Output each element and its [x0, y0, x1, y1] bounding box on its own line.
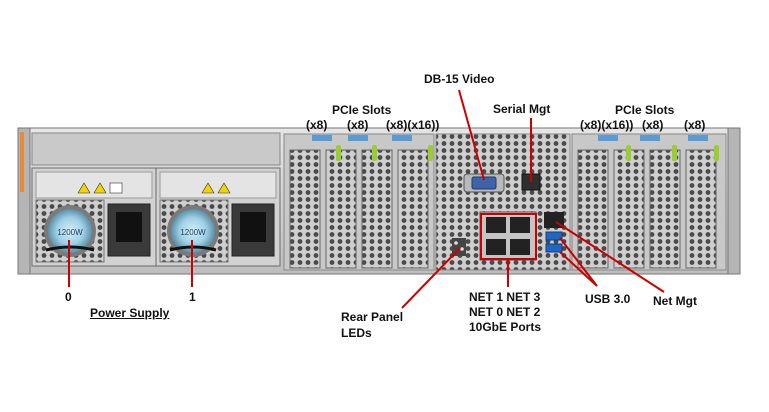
pcie-right-tag-3 — [688, 135, 708, 141]
pcie-left-tag-1 — [312, 135, 332, 141]
chassis-right-ear — [727, 127, 741, 275]
power-supply-0: 1200W — [31, 167, 157, 267]
callout-lines — [68, 89, 665, 309]
psu-1-rating: 1200W — [180, 228, 206, 237]
pcie-left-slot-2 — [325, 149, 357, 269]
pcie-right-tag-2 — [640, 135, 660, 141]
callout-usb-1 — [559, 237, 598, 287]
pcie-right-latch-3 — [714, 145, 719, 161]
label-pcie-right-title: PCIe Slots — [615, 103, 675, 117]
label-rear-panel-leds-line-2: LEDs — [341, 326, 372, 340]
pcie-right-latch-2 — [672, 145, 677, 161]
label-net-mgt: Net Mgt — [653, 294, 697, 308]
label-pcie-right-slot-1: (x8)(x16)) — [580, 118, 634, 132]
pcie-right-slot-4 — [685, 149, 717, 269]
label-pcie-left-slot-1: (x8) — [306, 118, 328, 132]
usb-port-2 — [545, 243, 563, 253]
pcie-left-latch-3 — [428, 145, 433, 161]
pcie-left-slot-1 — [289, 149, 321, 269]
psu-0-rating: 1200W — [57, 228, 83, 237]
label-net-ports-line-2: NET 0 NET 2 — [469, 305, 541, 319]
label-pcie-left-slot-2: (x8) — [347, 118, 369, 132]
pcie-left-tag-2 — [348, 135, 368, 141]
callout-db15-video — [458, 89, 485, 181]
label-psu-0: 0 — [65, 290, 72, 304]
net-3-port — [510, 217, 530, 233]
net-0-port — [486, 239, 506, 255]
label-pcie-right-slot-2: (x8) — [642, 118, 664, 132]
pcie-right-slot-1 — [577, 149, 609, 269]
label-psu-1: 1 — [189, 290, 196, 304]
pcie-left-latch-1 — [336, 145, 341, 161]
usb-port-1 — [545, 231, 563, 241]
psu-bay-top — [31, 132, 281, 166]
pcie-left-slot-4 — [397, 149, 429, 269]
label-usb: USB 3.0 — [585, 292, 631, 306]
label-serial-mgt: Serial Mgt — [493, 102, 551, 116]
label-rear-panel-leds-line-1: Rear Panel — [341, 310, 404, 324]
pcie-left-tag-3 — [392, 135, 412, 141]
rear-led-2 — [460, 247, 464, 251]
label-power-supply: Power Supply — [90, 306, 170, 320]
label-db15-video: DB-15 Video — [424, 72, 495, 86]
pcie-right-slot-2 — [613, 149, 645, 269]
callout-usb-2 — [559, 251, 598, 287]
power-supply-1: 1200W — [155, 167, 281, 267]
orange-accent — [20, 132, 24, 192]
net-1-port — [486, 217, 506, 233]
label-net-ports-line-3: 10GbE Ports — [469, 320, 542, 334]
label-pcie-right-slot-3: (x8) — [684, 118, 706, 132]
label-net-ports-line-1: NET 1 NET 3 — [469, 290, 541, 304]
callout-net-mgt — [555, 221, 665, 293]
pcie-right-tag-1 — [598, 135, 618, 141]
label-pcie-left-title: PCIe Slots — [332, 103, 392, 117]
net-2-port — [510, 239, 530, 255]
pcie-left-slot-3 — [361, 149, 393, 269]
callout-rear-panel-leds — [401, 247, 461, 309]
pcie-right-slot-3 — [649, 149, 681, 269]
pcie-right-latch-1 — [626, 145, 631, 161]
pcie-left-latch-2 — [372, 145, 377, 161]
label-pcie-left-slot-3: (x8)(x16)) — [386, 118, 440, 132]
rear-led-1 — [454, 241, 458, 245]
